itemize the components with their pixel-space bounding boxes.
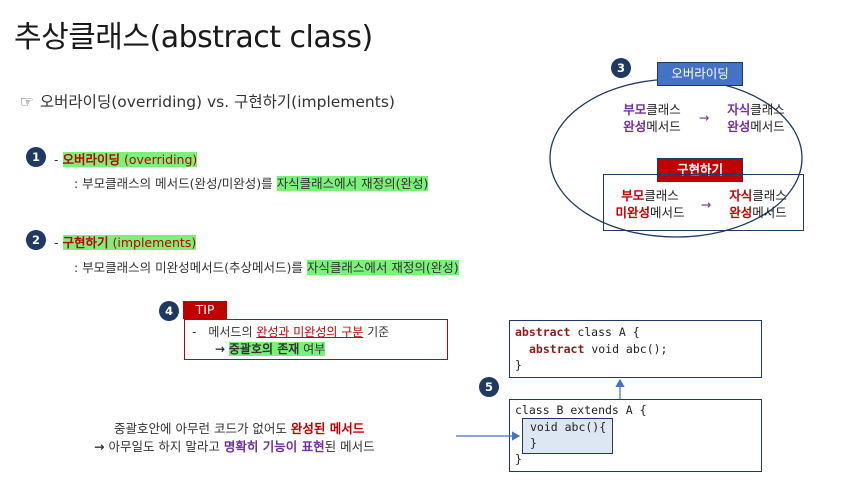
override-child-bot-b: 메서드 [750, 119, 785, 134]
override-parent-bot-b: 메서드 [646, 119, 681, 134]
section-2-desc-highlight: 자식클래스에서 재정의(완성) [306, 260, 459, 275]
note-line-2-prefix: 아무일도 하지 말라고 [104, 439, 224, 454]
code-a-line-1-rest: class A { [570, 325, 640, 339]
implement-label: 구현하기 [657, 158, 743, 182]
section-1-label-group: 오버라이딩 (overriding) [62, 152, 198, 167]
section-2-desc: : 부모클래스의 미완성메서드(추상메서드)를 자식클래스에서 재정의(완성) [74, 257, 459, 276]
note-line-2-purple: 명확히 기능이 표현 [223, 439, 325, 454]
tip-line-1-suffix: 기준 [363, 325, 390, 339]
code-a-line-2: abstract void abc(); [529, 342, 667, 356]
note-line-1-red: 완성된 메서드 [290, 421, 365, 436]
code-b-number: 5 [479, 377, 499, 397]
tip-line-2-suffix: 여부 [299, 342, 326, 356]
implement-arrow: → [700, 197, 712, 212]
code-b-line-4: } [515, 452, 522, 466]
tip-arrow: → [215, 342, 226, 356]
section-1-desc-prefix: : 부모클래스의 메서드(완성/미완성)를 [74, 176, 273, 191]
note-line-2: → 아무일도 하지 말라고 명확히 기능이 표현된 메서드 [94, 436, 375, 455]
section-2-label-en: (implements) [112, 235, 197, 250]
implement-child-top-b: 클래스 [752, 188, 787, 203]
section-1-number: 1 [26, 147, 46, 167]
override-parent-top-b: 클래스 [646, 102, 681, 117]
implement-box [603, 174, 804, 231]
override-child-top: 자식클래스 [716, 101, 796, 118]
override-child: 자식클래스 완성메서드 [716, 101, 796, 135]
tip-line-1-red: 완성과 미완성의 구분 [256, 325, 364, 339]
override-parent-bottom: 완성메서드 [612, 118, 692, 135]
override-child-bottom: 완성메서드 [716, 118, 796, 135]
subtitle: ☞ 오버라이딩(overriding) vs. 구현하기(implements) [20, 90, 395, 112]
code-a-line-2-rest: void abc(); [584, 342, 668, 356]
section-2-dash: - [54, 235, 59, 250]
implement-child-top-a: 자식 [729, 188, 753, 203]
override-parent-top-a: 부모 [623, 102, 647, 117]
note-line-1-prefix: 중괄호안에 아무런 코드가 없어도 [114, 421, 291, 436]
code-a-line-3: } [515, 358, 522, 372]
note-line-2-suffix: 된 메서드 [324, 439, 375, 454]
implement-child: 자식클래스 완성메서드 [718, 187, 798, 221]
implement-parent-bot-a: 미완성 [615, 205, 650, 220]
section-2-label: 구현하기 [62, 235, 109, 250]
implement-parent-top-a: 부모 [621, 188, 645, 203]
tip-dash: - [192, 325, 197, 339]
implement-child-bot-a: 완성 [729, 205, 753, 220]
section-1-label: 오버라이딩 [62, 152, 121, 167]
implement-child-top: 자식클래스 [718, 187, 798, 204]
override-parent-top: 부모클래스 [612, 101, 692, 118]
section-1-desc: : 부모클래스의 메서드(완성/미완성)를 자식클래스에서 재정의(완성) [74, 173, 429, 192]
implement-parent: 부모클래스 미완성메서드 [608, 187, 692, 221]
note-line-1: 중괄호안에 아무런 코드가 없어도 완성된 메서드 [114, 418, 364, 437]
section-1-dash: - [54, 152, 59, 167]
code-a-line-1: abstract class A { [515, 325, 640, 339]
code-b-line-1: class B extends A { [515, 403, 647, 417]
abstract-class-code-box [509, 320, 762, 378]
tip-line-1-prefix: 메서드의 [208, 325, 257, 339]
override-parent-bot-a: 완성 [623, 119, 647, 134]
section-1-desc-highlight: 자식클래스에서 재정의(완성) [276, 176, 429, 191]
tip-line-1: -메서드의 완성과 미완성의 구분 기준 [192, 323, 389, 340]
tip-box [184, 319, 448, 360]
code-a-keyword-1: abstract [515, 325, 571, 339]
section-2-heading: - 구현하기 (implements) [54, 232, 197, 251]
code-b-line-3: } [530, 436, 537, 450]
override-parent: 부모클래스 완성메서드 [612, 101, 692, 135]
override-arrow: → [698, 110, 710, 125]
page-title: 추상클래스(abstract class) [14, 20, 373, 55]
subtitle-text: 오버라이딩(overriding) vs. 구현하기(implements) [39, 93, 395, 111]
section-2-label-group: 구현하기 (implements) [62, 235, 197, 250]
implement-parent-top: 부모클래스 [608, 187, 692, 204]
implement-parent-top-b: 클래스 [644, 188, 679, 203]
section-2-desc-prefix: : 부모클래스의 미완성메서드(추상메서드)를 [74, 260, 303, 275]
section-2-number: 2 [26, 230, 46, 250]
override-child-top-b: 클래스 [750, 102, 785, 117]
tip-line-2: → 중괄호의 존재 여부 [215, 340, 326, 357]
implement-child-bot-b: 메서드 [752, 205, 787, 220]
override-child-top-a: 자식 [727, 102, 751, 117]
tip-label: TIP [183, 301, 227, 319]
tip-number: 4 [159, 301, 179, 321]
tip-line-2-highlight: 중괄호의 존재 [228, 342, 300, 356]
method-body-highlight [522, 418, 613, 454]
pointing-hand-icon: ☞ [20, 93, 34, 111]
override-label: 오버라이딩 [657, 62, 743, 86]
implement-parent-bottom: 미완성메서드 [608, 204, 692, 221]
section-1-heading: - 오버라이딩 (overriding) [54, 149, 198, 168]
override-child-bot-a: 완성 [727, 119, 751, 134]
diagram-number: 3 [611, 58, 631, 78]
implement-parent-bot-b: 메서드 [650, 205, 685, 220]
code-b-line-2: void abc(){ [530, 420, 607, 434]
implement-child-bottom: 완성메서드 [718, 204, 798, 221]
section-1-label-en: (overriding) [124, 152, 198, 167]
code-a-keyword-2: abstract [529, 342, 585, 356]
note-arrow: → [94, 439, 105, 454]
